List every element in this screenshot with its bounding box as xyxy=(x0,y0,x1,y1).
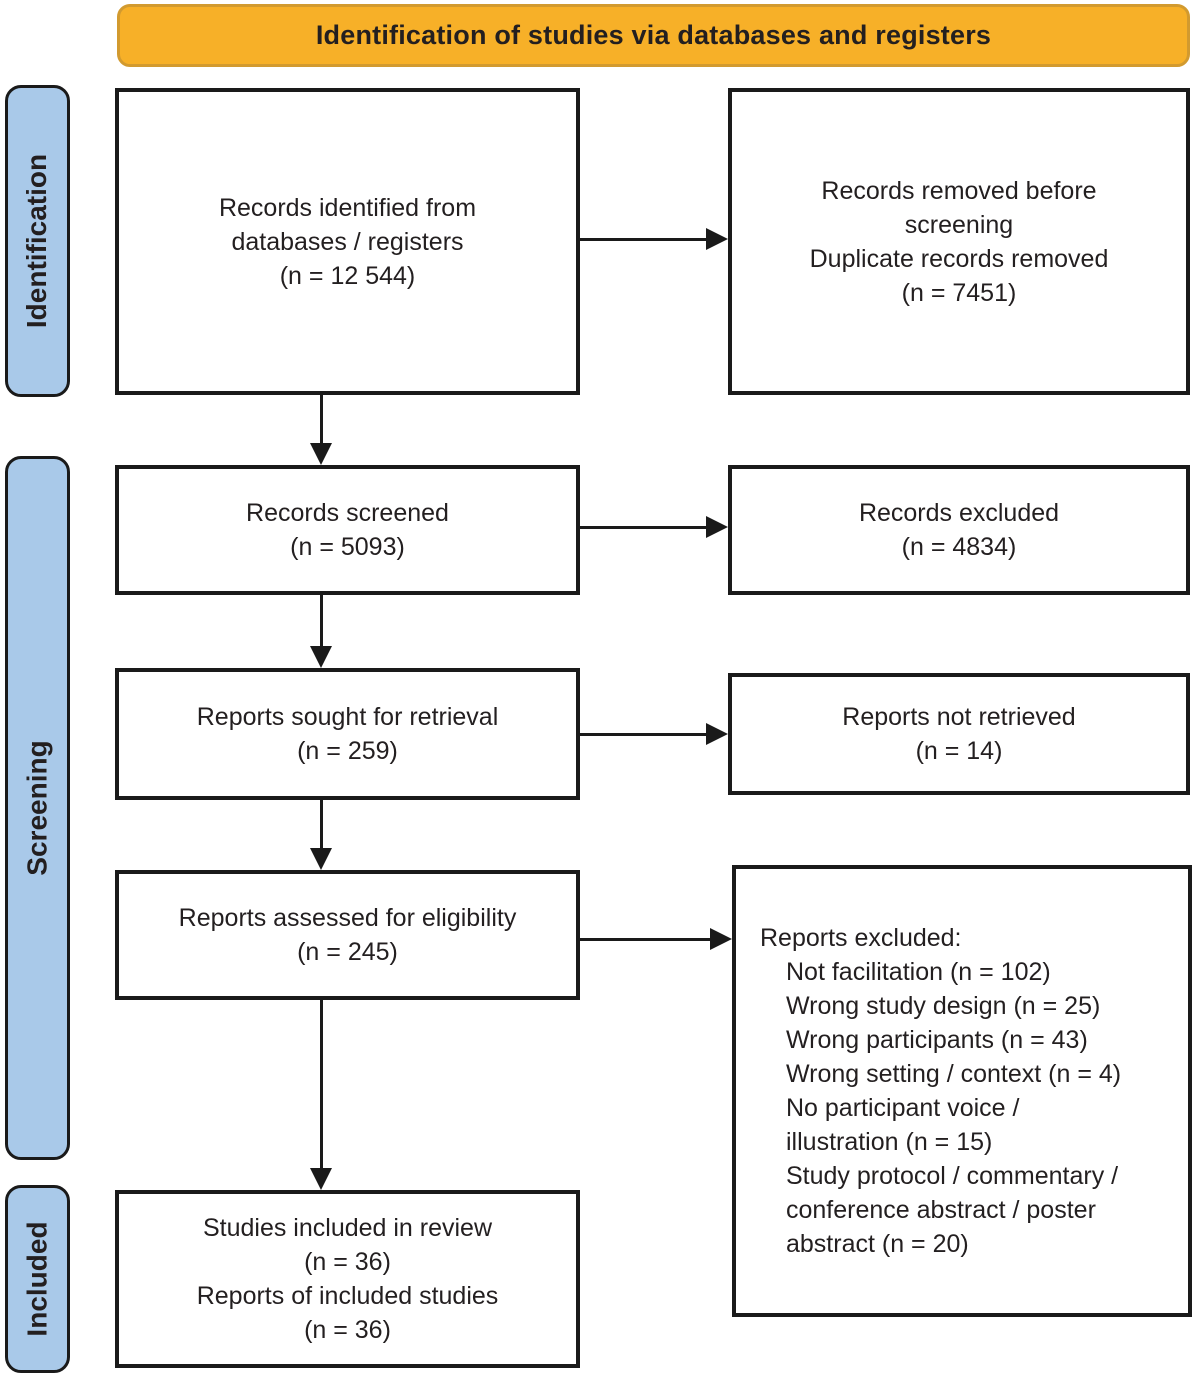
box-reports-not-retrieved: Reports not retrieved (n = 14) xyxy=(728,673,1190,795)
banner-title: Identification of studies via databases … xyxy=(315,20,992,50)
box-studies-included-text: Studies included in review (n = 36) Repo… xyxy=(196,1214,499,1344)
arrow-identified-to-screened xyxy=(310,395,332,465)
arrow-assessed-to-reports-excluded xyxy=(580,928,732,950)
box-records-identified-text: Records identified from databases / regi… xyxy=(218,193,477,290)
box-reports-not-retrieved-text: Reports not retrieved (n = 14) xyxy=(842,703,1076,765)
reports-excluded-item: Wrong setting / context (n = 4) xyxy=(786,1060,1122,1088)
reports-excluded-item: Wrong participants (n = 43) xyxy=(786,1026,1088,1054)
stage-label-screening: Screening xyxy=(21,740,53,876)
box-reports-sought-text: Reports sought for retrieval (n = 259) xyxy=(196,703,499,765)
banner: Identification of studies via databases … xyxy=(117,4,1190,67)
reports-excluded-item: Study protocol / commentary / conference… xyxy=(786,1162,1119,1258)
box-records-excluded: Records excluded (n = 4834) xyxy=(728,465,1190,595)
reports-excluded-title: Reports excluded: xyxy=(760,924,962,952)
box-reports-assessed-text: Reports assessed for eligibility (n = 24… xyxy=(178,904,517,966)
stage-bar-included: Included xyxy=(5,1185,70,1373)
arrow-sought-to-not-retrieved xyxy=(580,723,728,745)
box-studies-included: Studies included in review (n = 36) Repo… xyxy=(115,1190,580,1368)
box-records-removed: Records removed before screening Duplica… xyxy=(728,88,1190,395)
arrow-identified-to-removed xyxy=(580,228,728,250)
stage-bar-screening: Screening xyxy=(5,456,70,1160)
box-records-removed-text: Records removed before screening Duplica… xyxy=(809,176,1109,307)
box-reports-excluded: Reports excluded: Not facilitation (n = … xyxy=(732,865,1192,1317)
arrow-assessed-to-included xyxy=(310,1000,332,1190)
box-records-excluded-text: Records excluded (n = 4834) xyxy=(858,499,1060,561)
box-records-screened: Records screened (n = 5093) xyxy=(115,465,580,595)
stage-label-identification: Identification xyxy=(21,153,53,329)
reports-excluded-item: No participant voice / illustration (n =… xyxy=(786,1094,1020,1156)
box-reports-sought: Reports sought for retrieval (n = 259) xyxy=(115,668,580,800)
arrow-screened-to-sought xyxy=(310,595,332,668)
reports-excluded-item: Wrong study design (n = 25) xyxy=(786,992,1101,1020)
box-records-identified: Records identified from databases / regi… xyxy=(115,88,580,395)
stage-label-included: Included xyxy=(21,1221,53,1337)
arrow-sought-to-assessed xyxy=(310,800,332,870)
arrow-screened-to-excluded xyxy=(580,516,728,538)
box-records-screened-text: Records screened (n = 5093) xyxy=(246,499,449,561)
box-reports-excluded-content: Reports excluded: Not facilitation (n = … xyxy=(736,921,1131,1261)
reports-excluded-item: Not facilitation (n = 102) xyxy=(786,958,1051,986)
stage-bar-identification: Identification xyxy=(5,85,70,397)
box-reports-assessed: Reports assessed for eligibility (n = 24… xyxy=(115,870,580,1000)
